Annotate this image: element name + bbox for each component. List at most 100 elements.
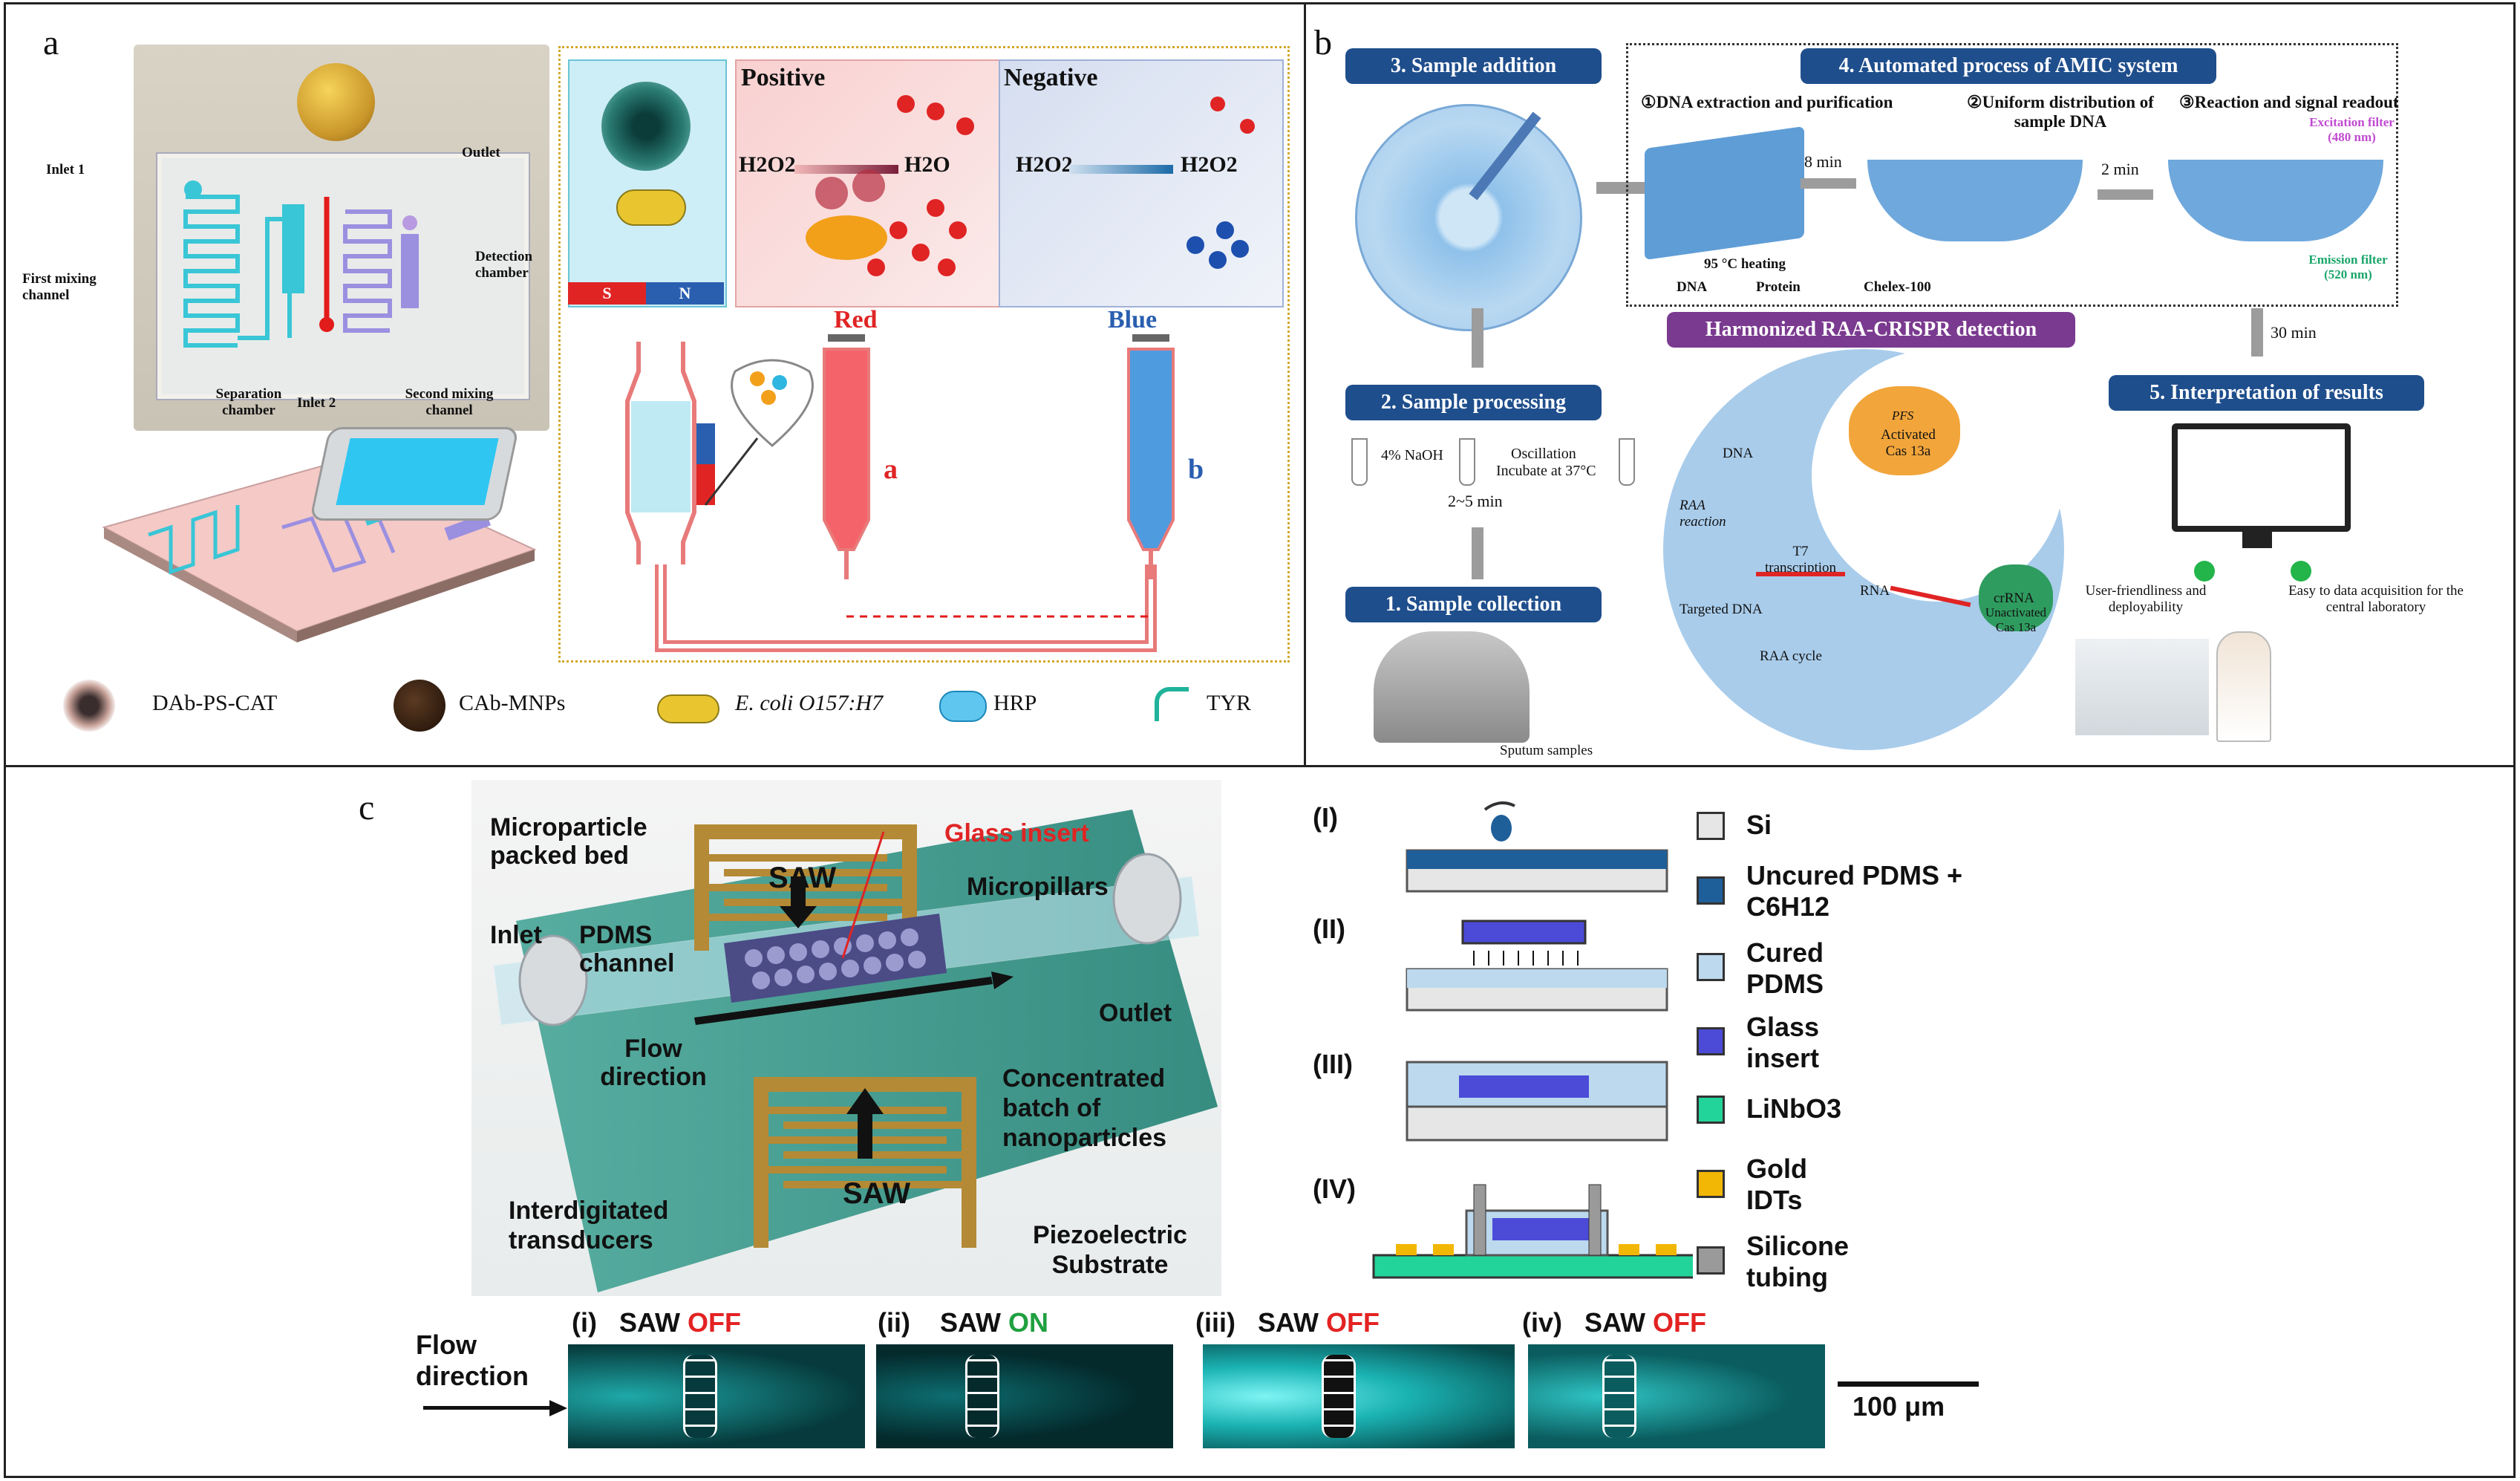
crispr-circle-white — [1812, 349, 2064, 602]
emission: Emission filter (520 nm) — [2308, 253, 2388, 281]
user-friendly: User-friendliness and deployability — [2085, 583, 2207, 615]
legend-linbo3-swatch — [1697, 1096, 1725, 1124]
oscillation: Oscillation — [1511, 446, 1576, 462]
img1-state: OFF — [688, 1307, 742, 1338]
pillar-col-3 — [1322, 1355, 1356, 1438]
harmonized-box: Harmonized RAA-CRISPR detection — [1667, 312, 2075, 348]
legend-tyr-icon — [1155, 687, 1189, 721]
label-glass-insert: Glass insert — [944, 819, 1089, 847]
bottom-flow-arrow — [423, 1406, 553, 1410]
check-left — [2194, 561, 2215, 582]
negative-arrow — [1069, 165, 1173, 174]
step4-sub1: ①DNA extraction and purification — [1641, 93, 1893, 111]
blue-label: Blue — [1108, 306, 1158, 333]
label-concentrated: Concentrated batch of nanoparticles — [1002, 1064, 1167, 1152]
legend-uncured: Uncured PDMS + C6H12 — [1746, 860, 1963, 922]
img2-label: (ii) SAW ON — [878, 1307, 1048, 1338]
step-III: (III) — [1313, 1049, 1353, 1079]
positive-label: Positive — [741, 64, 826, 91]
fab-steps — [1372, 801, 1693, 1279]
legend-cured: Cured PDMS — [1746, 937, 1824, 999]
naoh: 4% NaOH — [1381, 447, 1443, 463]
micro-image-3 — [1203, 1344, 1515, 1448]
time1: 8 min — [1804, 152, 1842, 171]
raa-reaction: RAA reaction — [1680, 498, 1726, 530]
step4-box-frame — [1626, 43, 2398, 307]
img1-saw: SAW — [619, 1307, 681, 1338]
targeted-dna: Targeted DNA — [1680, 602, 1763, 617]
legend-silicone-swatch — [1697, 1246, 1725, 1275]
img3-saw: SAW — [1258, 1307, 1319, 1338]
panel-b-letter: b — [1314, 23, 1332, 62]
label-micropillars: Micropillars — [967, 873, 1109, 901]
time2: 2 min — [2101, 160, 2139, 178]
img4-state: OFF — [1653, 1307, 1707, 1338]
label-detection: Detection chamber — [475, 249, 533, 281]
step5-box: 5. Interpretation of results — [2109, 375, 2424, 411]
panel-c-frame — [4, 765, 2516, 1478]
capture-bead — [601, 82, 691, 171]
label-pdms: PDMS channel — [579, 921, 675, 977]
schematic-box — [558, 46, 1290, 663]
monitor — [2172, 423, 2351, 532]
step-II: (II) — [1313, 914, 1345, 944]
img3-label: (iii) SAW OFF — [1195, 1307, 1380, 1338]
bottom-flow-arrowhead — [549, 1400, 567, 1416]
activated-cas — [1849, 386, 1960, 475]
legend-cab-icon — [394, 680, 445, 732]
arrow-8min — [1801, 178, 1856, 189]
excitation: Excitation filter (480 nm) — [2309, 115, 2395, 144]
positive-h2o: H2O — [904, 152, 950, 177]
img2-saw: SAW — [940, 1307, 1002, 1338]
label-outlet: Outlet — [462, 145, 500, 160]
img3-state: OFF — [1326, 1307, 1380, 1338]
tube3 — [1619, 438, 1635, 486]
step4-sub3: ③Reaction and signal readout — [2179, 93, 2399, 111]
legend-ecoli: E. coli O157:H7 — [735, 691, 884, 715]
legend-linbo3: LiNbO3 — [1746, 1093, 1842, 1124]
legend-cab: CAb-MNPs — [459, 691, 566, 715]
tube-system — [625, 334, 1175, 652]
legend-glass: Glass insert — [1746, 1012, 1820, 1073]
step-IV: (IV) — [1313, 1174, 1356, 1204]
arrow-2min — [2098, 189, 2153, 200]
monitor-stand — [2242, 526, 2272, 548]
bottom-flow-label: Flow direction — [416, 1329, 529, 1391]
img1-idx: (i) — [572, 1307, 597, 1338]
unactivated-cas — [1979, 564, 2053, 631]
negative-h2o2-right: H2O2 — [1181, 152, 1238, 177]
legend-dna: DNA — [1677, 279, 1708, 295]
img4-saw: SAW — [1584, 1307, 1646, 1338]
activated: Activated Cas 13a — [1881, 427, 1936, 459]
scale-label: 100 μm — [1853, 1391, 1945, 1422]
label-outlet: Outlet — [1099, 999, 1172, 1027]
red-label: Red — [834, 306, 878, 333]
img4-label: (iv) SAW OFF — [1522, 1307, 1706, 1338]
blue-dots — [1186, 97, 1255, 269]
label-flow: Flow direction — [600, 1035, 707, 1091]
tube1 — [1351, 438, 1368, 486]
label-first-mixing: First mixing channel — [22, 271, 97, 303]
legend-gold: Gold IDTs — [1746, 1153, 1807, 1215]
label-inlet2: Inlet 2 — [297, 395, 336, 411]
legend-silicone: Silicone tubing — [1746, 1231, 1850, 1292]
panel-a-letter: a — [43, 23, 59, 62]
time3: 30 min — [2271, 323, 2317, 342]
label-idt: Interdigitated transducers — [509, 1197, 669, 1254]
legend-hrp: HRP — [993, 691, 1037, 715]
img4-idx: (iv) — [1522, 1307, 1562, 1338]
magnet-strip-n: N — [646, 282, 724, 305]
micro-image-4 — [1528, 1344, 1825, 1448]
label-saw-top: SAW — [768, 862, 837, 894]
coin — [297, 63, 375, 141]
rna: RNA — [1860, 583, 1890, 599]
pillar-col-4 — [1602, 1355, 1636, 1438]
label-piezo: Piezoelectric Substrate — [1033, 1221, 1187, 1279]
t7: T7 transcription — [1764, 544, 1837, 576]
check-right — [2291, 561, 2311, 582]
legend-si: Si — [1746, 810, 1772, 840]
arrow-up-2 — [1472, 527, 1483, 579]
unactivated: Unactivated Cas 13a — [1985, 605, 2047, 634]
step4-box: 4. Automated process of AMIC system — [1801, 48, 2216, 84]
dna-small: DNA — [1723, 446, 1754, 461]
